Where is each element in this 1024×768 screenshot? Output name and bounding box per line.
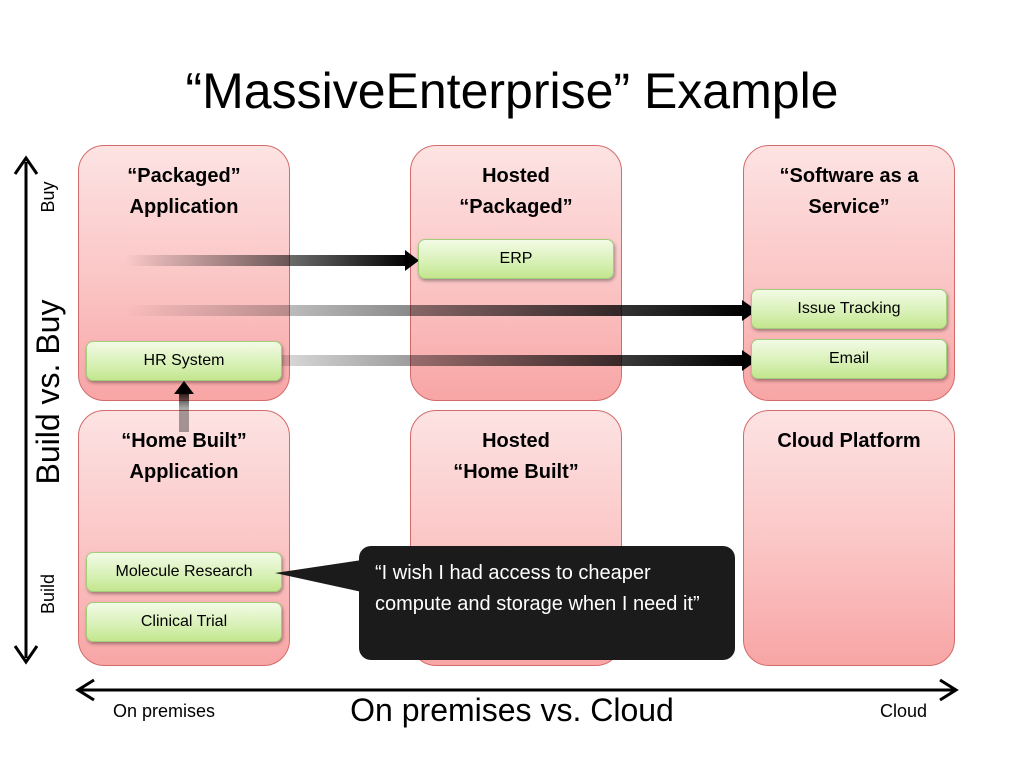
cell-label-hosted-home-built: Hosted “Home Built” [453, 430, 579, 483]
cell-label-hosted-packaged: Hosted “Packaged” [459, 165, 573, 218]
cell-label-software-as-a-service: “Software as a Service” [779, 165, 919, 218]
slide-title: “MassiveEnterprise” Example [185, 63, 839, 119]
quote-callout: “I wish I had access to cheaper compute … [359, 546, 735, 660]
email-box: Email [751, 339, 947, 379]
issue-tracking-box: Issue Tracking [751, 289, 947, 329]
erp-box: ERP [418, 239, 614, 279]
cell-label-packaged-application: “Packaged” Application [127, 165, 241, 218]
arrow-up-to-hr-system [174, 381, 194, 432]
arrow-to-issue-tracking [125, 300, 757, 321]
clinical-trial-box: Clinical Trial [86, 602, 282, 642]
horizontal-axis-label: On premises vs. Cloud [350, 692, 674, 728]
arrow-to-erp [125, 250, 419, 271]
cell-label-home-built-application: “Home Built” Application [121, 430, 247, 483]
molecule-research-box: Molecule Research [86, 552, 282, 592]
horizontal-axis-right-label: Cloud [880, 701, 928, 721]
hr-system-box: HR System [86, 341, 282, 381]
arrow-hr-to-email [282, 350, 757, 371]
cell-label-cloud-platform: Cloud Platform [777, 430, 921, 452]
cell-cloud-platform: Cloud Platform [743, 410, 955, 666]
horizontal-axis-left-label: On premises [113, 701, 216, 721]
